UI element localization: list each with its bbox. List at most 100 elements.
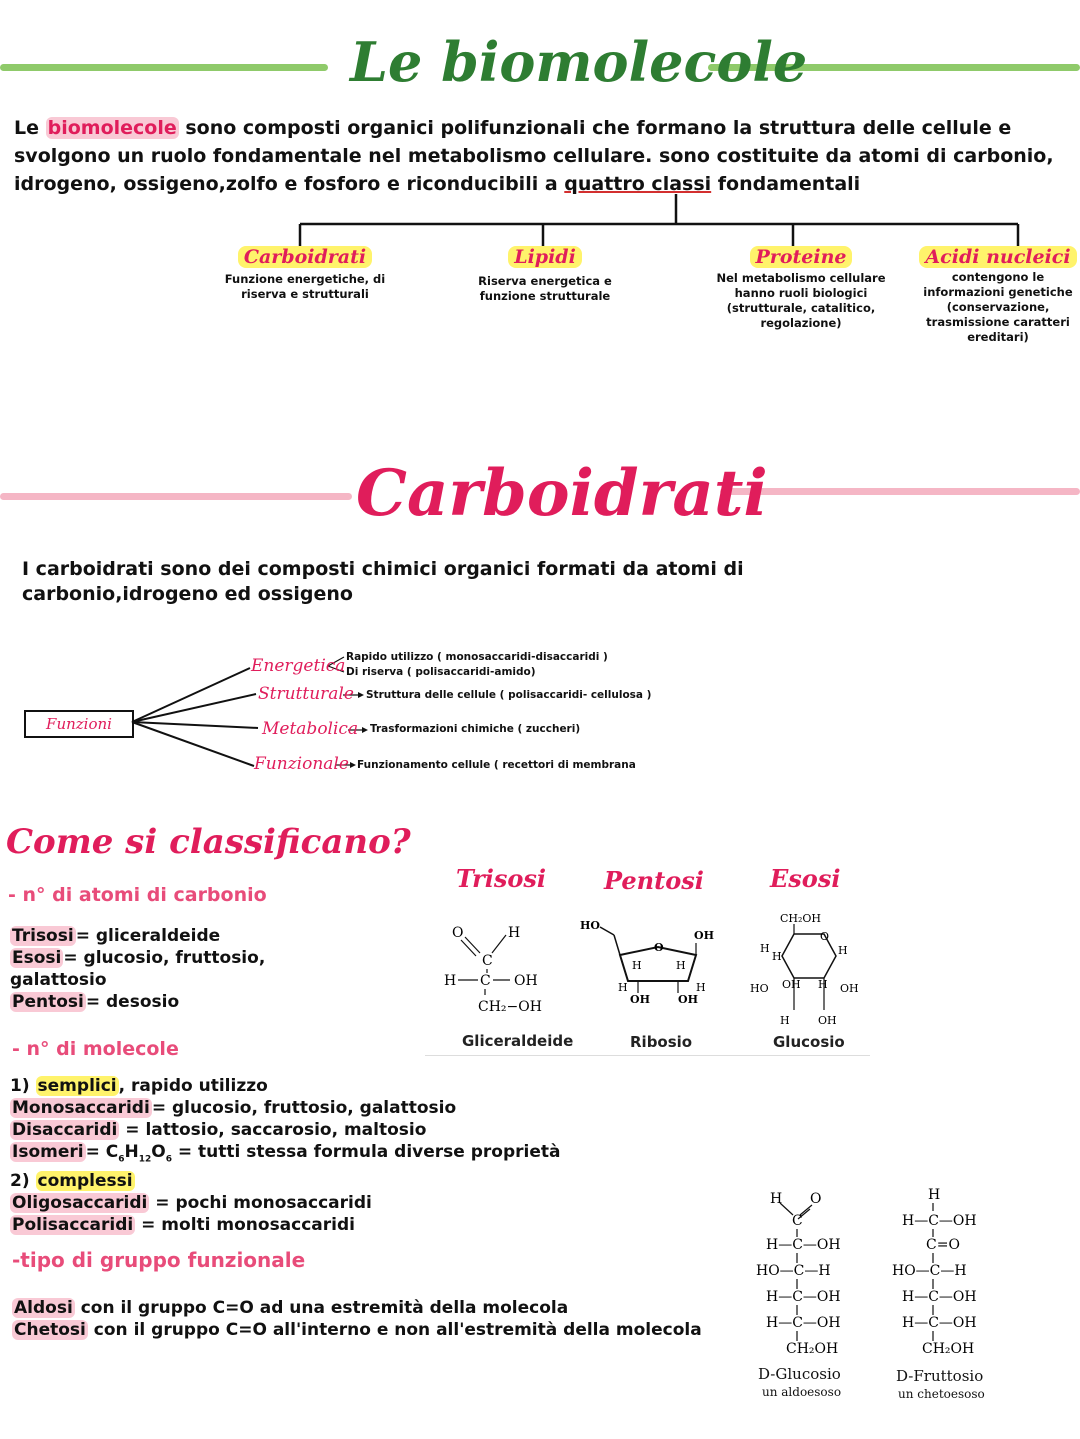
list-item: Pentosi= desosio xyxy=(10,991,265,1013)
name-d-glucosio: D-Glucosio xyxy=(758,1365,841,1383)
item-num: 2) xyxy=(10,1171,36,1192)
item-key: Chetosi xyxy=(12,1320,88,1340)
sec-molecole: - n° di molecole xyxy=(12,1038,179,1060)
list-item: Aldosi con il gruppo C=O ad una estremit… xyxy=(12,1297,702,1319)
class-title: Carboidrati xyxy=(237,246,373,268)
name-d-fruttosio: D-Fruttosio xyxy=(896,1367,984,1385)
item-value: = tutti stessa formula diverse proprietà xyxy=(171,1142,561,1162)
svg-text:C: C xyxy=(482,953,493,969)
item-sub: 6 xyxy=(118,1154,125,1165)
name-ribosio: Ribosio xyxy=(630,1033,693,1051)
list-molecole: 1) semplici, rapido utilizzo Monosaccari… xyxy=(10,1075,560,1236)
label-esosi: Esosi xyxy=(770,864,841,893)
list-item: 2) complessi xyxy=(10,1170,560,1192)
label-trisosi: Trisosi xyxy=(456,864,547,893)
item-key: Polisaccaridi xyxy=(10,1215,136,1236)
list-item: Oligosaccaridi = pochi monosaccaridi xyxy=(10,1192,560,1214)
intro-body: sono composti organici polifunzionali ch… xyxy=(14,117,1054,195)
name-chetoesoso: un chetoesoso xyxy=(898,1387,985,1401)
list-item: Polisaccaridi = molti monosaccaridi xyxy=(10,1214,560,1236)
item-value: , rapido utilizzo xyxy=(118,1076,268,1096)
title-rule-left xyxy=(0,64,328,71)
svg-text:C=O: C=O xyxy=(926,1237,960,1253)
svg-text:H: H xyxy=(444,973,456,989)
svg-text:OH: OH xyxy=(514,973,538,989)
svg-text:O: O xyxy=(452,925,463,941)
svg-text:H—C—OH: H—C—OH xyxy=(766,1289,841,1305)
item-value: = molti monosaccaridi xyxy=(135,1215,355,1236)
sec-gruppo-funzionale: -tipo di gruppo funzionale xyxy=(12,1248,306,1272)
fn-funzionale-desc: Funzionamento cellule ( recettori di mem… xyxy=(357,759,636,771)
svg-text:CH₂−OH: CH₂−OH xyxy=(478,999,542,1015)
svg-text:C: C xyxy=(480,973,491,989)
svg-text:OH: OH xyxy=(818,1014,837,1027)
svg-text:H: H xyxy=(760,942,770,955)
label-pentosi: Pentosi xyxy=(604,866,704,895)
item-value: = C xyxy=(85,1142,119,1162)
item-key: Oligosaccaridi xyxy=(10,1193,150,1214)
item-value: con il gruppo C=O all'interno e non all'… xyxy=(87,1320,702,1340)
svg-text:H: H xyxy=(928,1187,940,1203)
list-gruppo: Aldosi con il gruppo C=O ad una estremit… xyxy=(12,1297,702,1341)
class-carboidrati: Carboidrati Funzione energetiche, di ris… xyxy=(210,246,400,302)
name-glucosio: Glucosio xyxy=(773,1033,845,1051)
intro-pre: Le xyxy=(14,117,46,139)
intro-highlight: biomolecole xyxy=(45,117,179,139)
class-desc: contengono le informazioni genetiche (co… xyxy=(923,270,1073,344)
d-glucosio-fischer: H O C H—C—OH HO—C—H H—C—OH H—C—OH CH₂OH xyxy=(756,1191,841,1357)
svg-text:H—C—OH: H—C—OH xyxy=(902,1289,977,1305)
item-key: Trisosi xyxy=(10,926,76,946)
svg-text:OH: OH xyxy=(694,929,714,942)
carb-rule-right xyxy=(720,488,1080,495)
svg-text:OH: OH xyxy=(840,982,859,995)
svg-text:H: H xyxy=(508,925,520,941)
svg-text:O: O xyxy=(654,941,664,954)
name-gliceraldeide: Gliceraldeide xyxy=(462,1032,574,1050)
svg-text:H—C—OH: H—C—OH xyxy=(902,1315,977,1331)
class-title: Lipidi xyxy=(508,246,582,268)
list-item: Monosaccaridi= glucosio, fruttosio, gala… xyxy=(10,1097,560,1119)
svg-text:OH: OH xyxy=(678,993,698,1006)
fn-energetica: Energetica xyxy=(251,656,346,676)
svg-text:CH₂OH: CH₂OH xyxy=(922,1341,974,1357)
svg-text:H: H xyxy=(676,959,686,972)
svg-text:H: H xyxy=(632,959,642,972)
structures-baseline xyxy=(425,1055,870,1056)
item-value: galattosio xyxy=(10,970,107,990)
ribosio-structure: HO O OH H H H H OH OH xyxy=(580,919,714,1006)
title-rule-right xyxy=(708,64,1080,71)
class-lipidi: Lipidi Riserva energetica e funzione str… xyxy=(470,246,620,304)
list-item: Isomeri= C6H12O6 = tutti stessa formula … xyxy=(10,1141,560,1170)
fn-energetica-b: Di riserva ( polisaccaridi-amido) xyxy=(346,666,536,678)
item-value: = lattosio, saccarosio, maltosio xyxy=(119,1120,427,1140)
item-key: Esosi xyxy=(10,948,64,968)
gliceraldeide-structure: O H C H C OH CH₂−OH xyxy=(444,925,542,1015)
svg-text:HO—C—H: HO—C—H xyxy=(892,1263,967,1279)
biomolecole-intro: Le biomolecole sono composti organici po… xyxy=(14,114,1074,198)
carb-rule-left xyxy=(0,493,352,500)
list-item: galattosio xyxy=(10,969,265,991)
svg-text:HO: HO xyxy=(580,919,600,932)
svg-text:H: H xyxy=(818,978,828,991)
item-value: = glucosio, fruttosio, xyxy=(63,948,266,968)
svg-text:H: H xyxy=(618,981,628,994)
fn-strutturale: Strutturale xyxy=(258,684,354,704)
sec-atomi-carbonio: - n° di atomi di carbonio xyxy=(8,884,267,906)
class-title: Proteine xyxy=(749,246,853,268)
svg-text:OH: OH xyxy=(630,993,650,1006)
class-desc: Nel metabolismo cellulare hanno ruoli bi… xyxy=(716,271,886,330)
funzioni-box: Funzioni xyxy=(24,710,134,738)
fn-metabolica: Metabolica xyxy=(262,719,359,739)
list-item: Trisosi= gliceraldeide xyxy=(10,925,265,947)
svg-text:H: H xyxy=(696,981,706,994)
item-value: con il gruppo C=O ad una estremità della… xyxy=(74,1298,569,1318)
svg-text:O: O xyxy=(820,930,829,943)
funzioni-lines xyxy=(131,656,368,768)
intro-underlined: quattro classi xyxy=(564,173,712,195)
svg-text:H: H xyxy=(772,950,782,963)
carboidrati-intro: I carboidrati sono dei composti chimici … xyxy=(22,558,744,605)
svg-text:H—C—OH: H—C—OH xyxy=(766,1315,841,1331)
class-desc: Riserva energetica e funzione struttural… xyxy=(478,274,612,303)
list-item: 1) semplici, rapido utilizzo xyxy=(10,1075,560,1097)
item-sub: 6 xyxy=(165,1154,172,1165)
